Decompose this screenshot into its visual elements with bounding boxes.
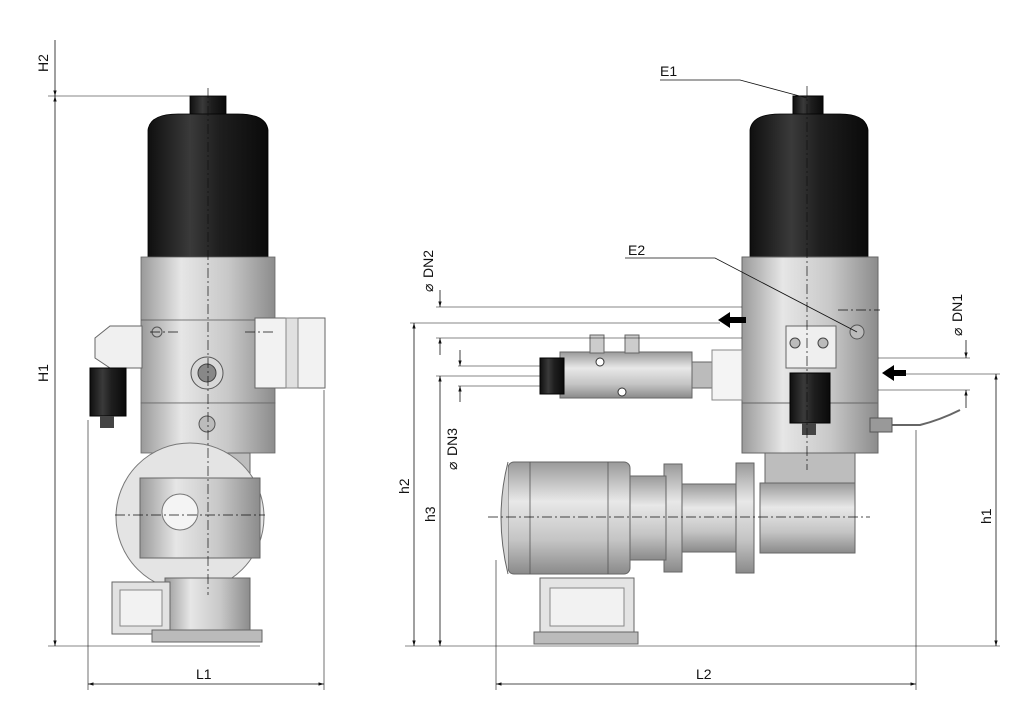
right-motor: [507, 461, 631, 575]
label-dn2: ⌀ DN2: [420, 250, 436, 292]
outlet-arrow: [718, 312, 746, 328]
label-dn1: ⌀ DN1: [949, 294, 965, 336]
label-h1-upper: H1: [35, 364, 51, 382]
diameter-symbol: ⌀: [420, 284, 436, 292]
labels: H2 H1 L1 E1 E2 ⌀ DN2 ⌀ DN3 ⌀ DN1 h2 h3 h…: [35, 54, 994, 682]
diameter-symbol: ⌀: [949, 328, 965, 336]
label-l2: L2: [696, 666, 712, 682]
label-h3-lower: h3: [422, 506, 438, 522]
left-motor: [164, 577, 251, 631]
left-dimensions: [48, 40, 325, 690]
right-base: [533, 631, 639, 645]
right-coupling: [764, 452, 856, 484]
label-dn1-text: DN1: [949, 294, 965, 322]
label-e2: E2: [628, 242, 645, 258]
right-cable: [878, 409, 961, 426]
label-l1: L1: [196, 666, 212, 682]
right-shaft-coupling: [679, 483, 737, 553]
label-h1-lower: h1: [978, 508, 994, 524]
diameter-symbol: ⌀: [444, 462, 460, 470]
right-dimensions: [405, 79, 1000, 690]
left-sensor: [89, 367, 127, 417]
left-sensor-housing: [94, 325, 143, 369]
right-gearbox: [759, 482, 856, 554]
right-view: [488, 86, 961, 645]
label-dn3: ⌀ DN3: [444, 428, 460, 470]
label-e1: E1: [660, 63, 677, 79]
left-lower-screw: [198, 415, 216, 433]
label-h2-upper: H2: [35, 54, 51, 72]
right-sensor: [789, 372, 831, 424]
right-top-nut: [792, 95, 824, 117]
label-dn3-text: DN3: [444, 428, 460, 456]
left-view: [89, 88, 326, 643]
label-h2-lower: h2: [396, 478, 412, 494]
left-base: [151, 629, 263, 643]
inlet-arrow: [882, 365, 906, 381]
label-dn2-text: DN2: [420, 250, 436, 278]
right-flange: [735, 462, 755, 574]
right-actuator: [749, 113, 869, 258]
